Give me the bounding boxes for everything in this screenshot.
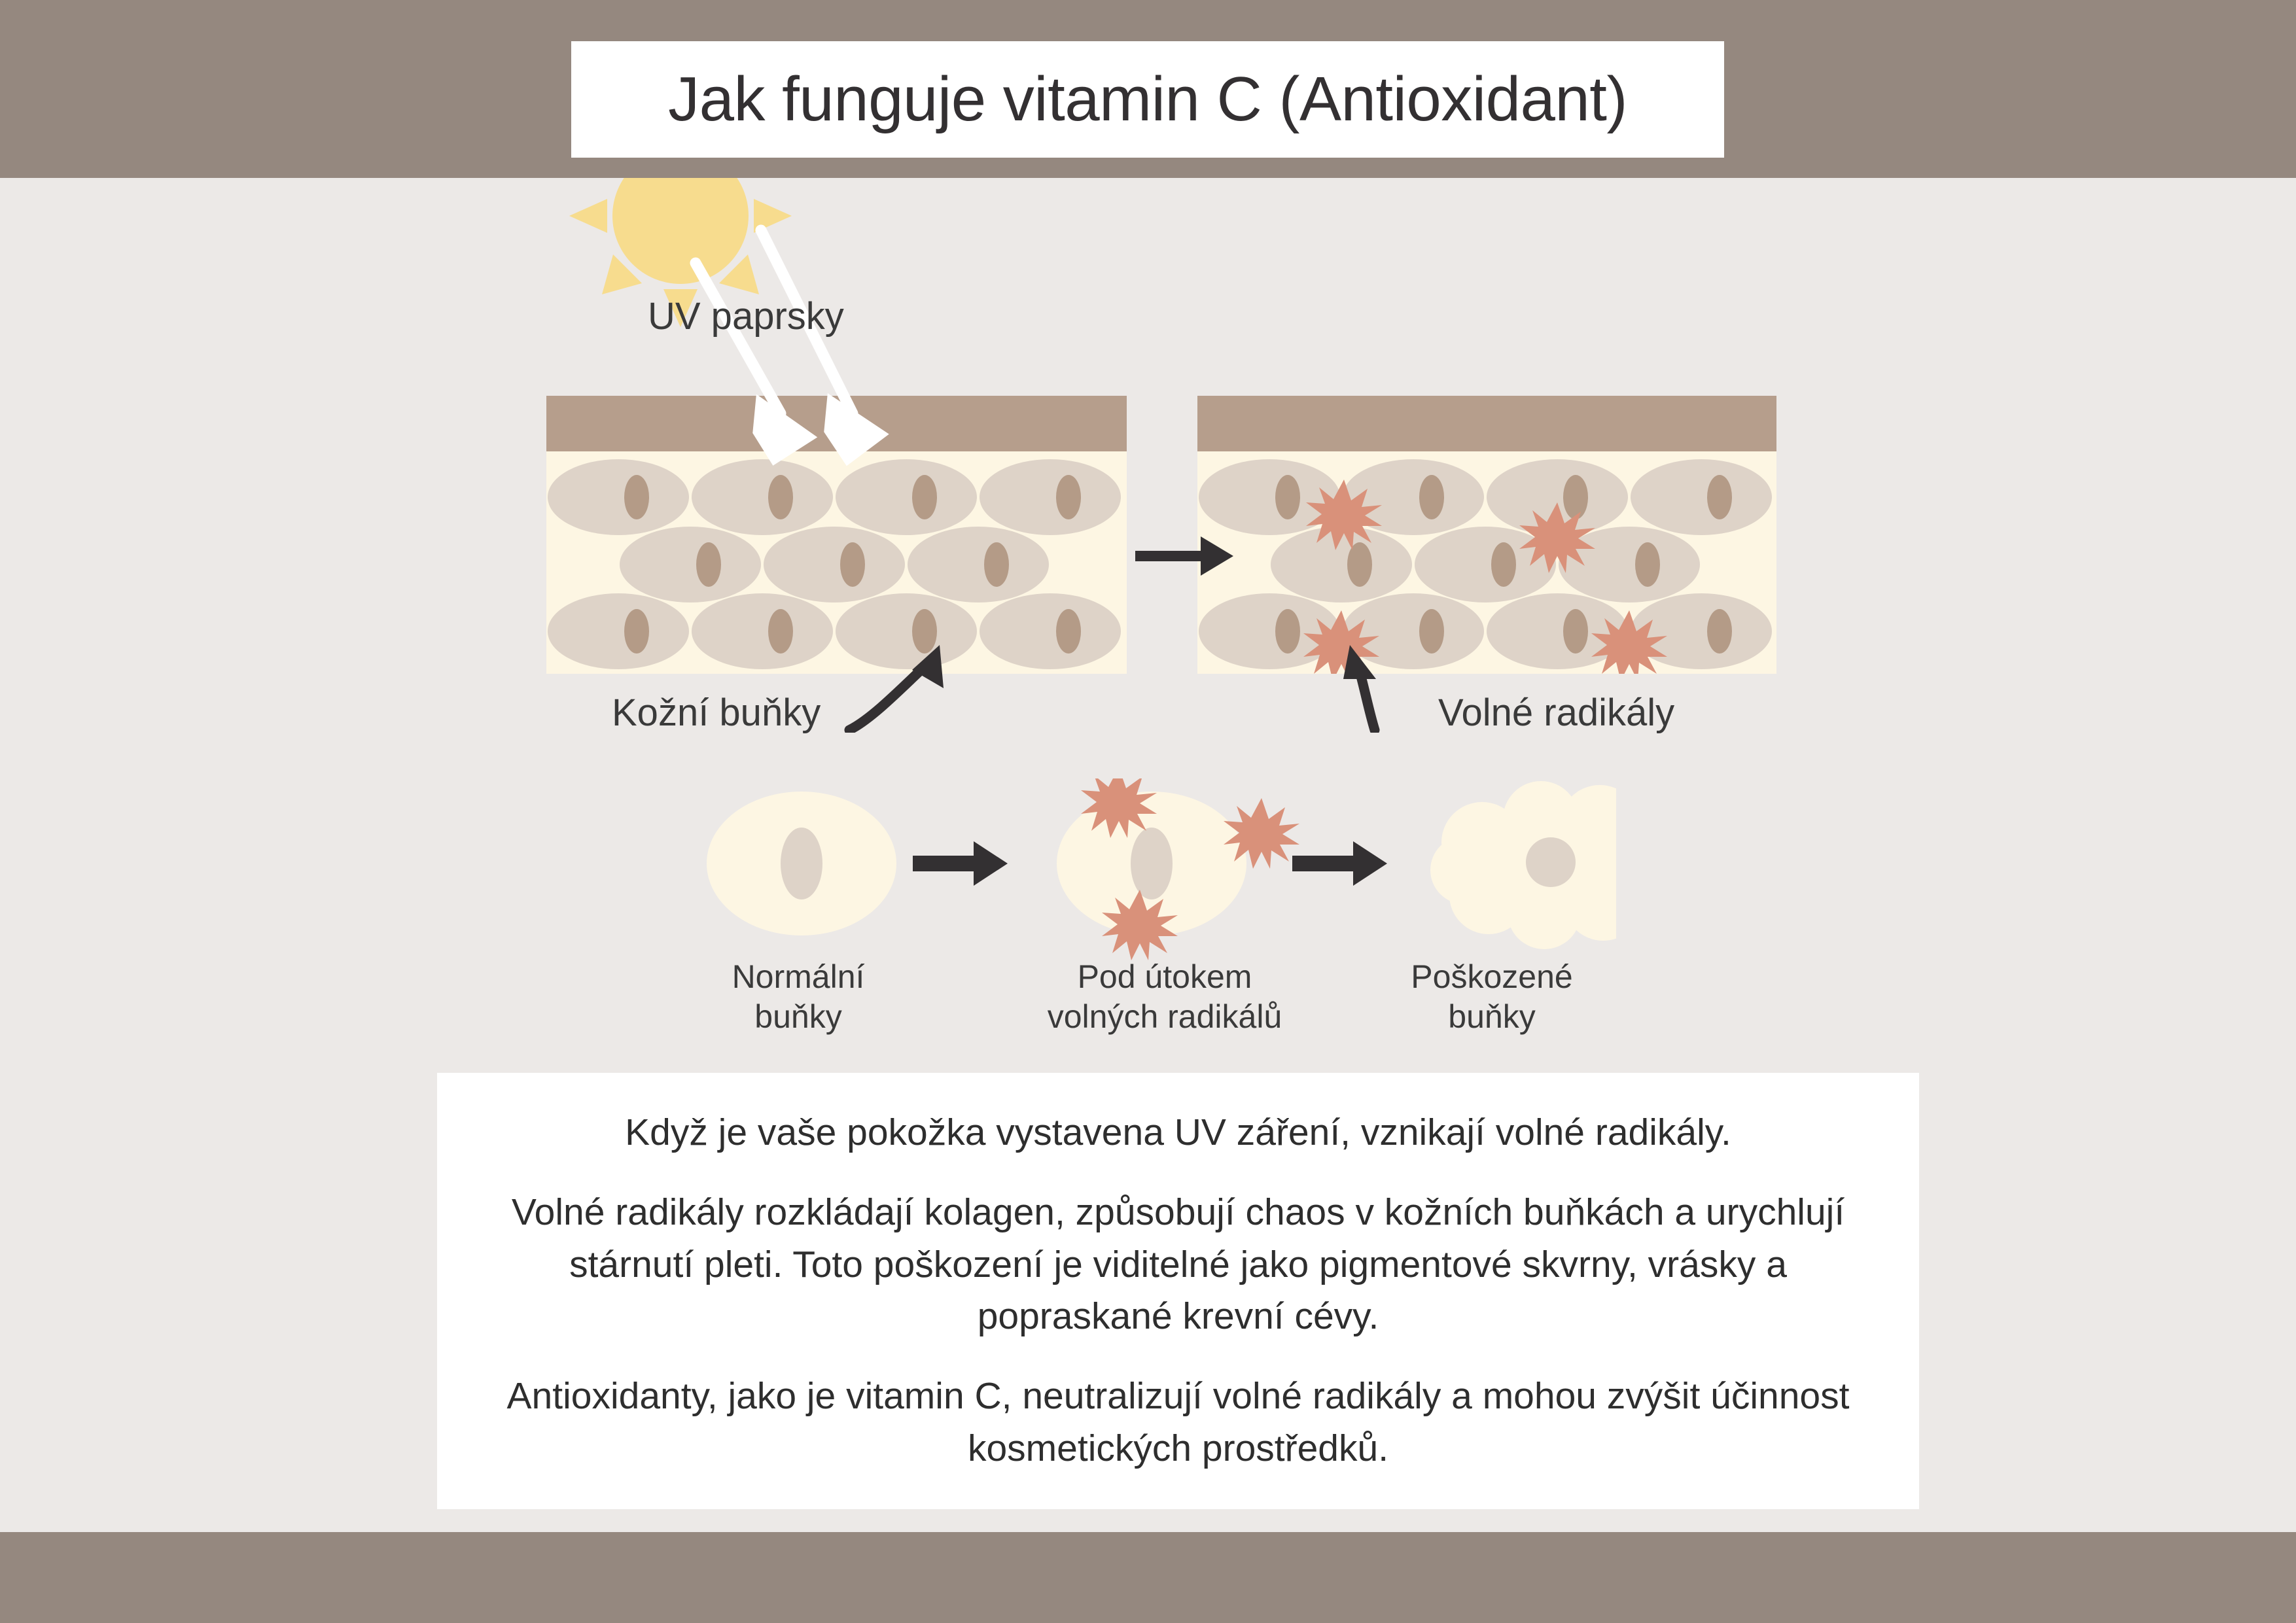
skin-panel-healthy	[546, 396, 1127, 674]
progression-caption-normal: Normální buňky	[690, 957, 906, 1037]
explanation-paragraph-2: Volné radikály rozkládají kolagen, způso…	[511, 1191, 1845, 1338]
title-plaque: Jak funguje vitamin C (Antioxidant)	[571, 41, 1724, 158]
caption-line-1: Normální	[732, 958, 865, 995]
progression-caption-attacked: Pod útokem volných radikálů	[1004, 957, 1325, 1037]
explanation-paragraph-1: Když je vaše pokožka vystavena UV záření…	[625, 1111, 1731, 1153]
caption-line-2: buňky	[1448, 998, 1536, 1035]
progression-cell-normal	[707, 792, 896, 935]
caption-line-2: buňky	[754, 998, 842, 1035]
free-radicals-label: Volné radikály	[1438, 691, 1675, 734]
page-title: Jak funguje vitamin C (Antioxidant)	[668, 64, 1627, 134]
progression-cell-attacked	[1057, 767, 1299, 960]
skin-cells-pointer-arrow	[844, 645, 944, 733]
skin-cell-group	[548, 459, 1121, 669]
explanation-paragraph-3: Antioxidanty, jako je vitamin C, neutral…	[506, 1375, 1850, 1469]
progression-caption-damaged: Poškozené buňky	[1384, 957, 1600, 1037]
footer-bar	[0, 1532, 2296, 1623]
caption-line-2: volných radikálů	[1047, 998, 1282, 1035]
cell-progression-diagram	[700, 767, 1670, 962]
panel-transition-arrow	[1135, 530, 1233, 582]
skin-cell-group	[1199, 459, 1772, 669]
uv-rays-label: UV paprsky	[648, 295, 844, 338]
caption-line-1: Pod útokem	[1077, 958, 1252, 995]
caption-line-1: Poškozené	[1411, 958, 1573, 995]
skin-panel-damaged	[1197, 396, 1776, 674]
progression-cell-damaged	[1430, 781, 1670, 949]
free-radicals-pointer-arrow	[1343, 645, 1380, 733]
explanation-card: Když je vaše pokožka vystavena UV záření…	[437, 1073, 1919, 1509]
epidermis-layer	[1197, 396, 1776, 451]
skin-cells-label: Kožní buňky	[612, 691, 821, 734]
progression-arrow-2	[1292, 841, 1387, 886]
progression-arrow-1	[913, 841, 1008, 886]
